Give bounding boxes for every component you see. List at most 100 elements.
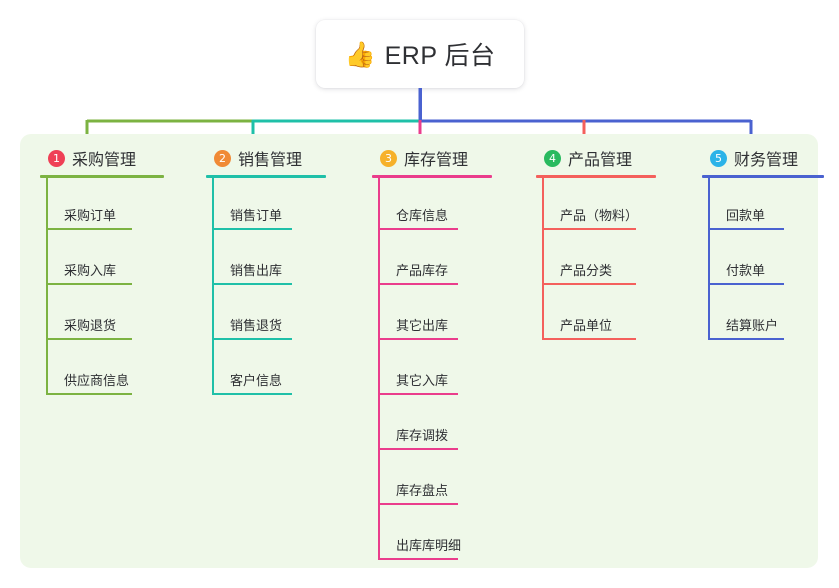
leaf-underline bbox=[212, 283, 292, 285]
leaf-label: 产品分类 bbox=[560, 263, 613, 278]
leaf-item[interactable]: 销售出库 bbox=[212, 233, 326, 288]
leaf-underline bbox=[708, 338, 784, 340]
leaf-list: 回款单付款单结算账户 bbox=[688, 178, 824, 343]
leaf-underline bbox=[46, 393, 132, 395]
leaf-label: 仓库信息 bbox=[396, 208, 449, 223]
leaf-label: 结算账户 bbox=[726, 318, 779, 333]
leaf-underline bbox=[542, 338, 636, 340]
leaf-label: 采购订单 bbox=[64, 208, 117, 223]
leaf-underline bbox=[708, 228, 784, 230]
branch-header-1[interactable]: 1 采购管理 bbox=[26, 146, 164, 170]
branch-title: 销售管理 bbox=[238, 152, 303, 169]
leaf-underline bbox=[212, 338, 292, 340]
branch-underline bbox=[372, 175, 492, 178]
leaf-item[interactable]: 供应商信息 bbox=[46, 343, 164, 398]
leaf-item[interactable]: 其它入库 bbox=[378, 343, 492, 398]
leaf-item[interactable]: 产品单位 bbox=[542, 288, 656, 343]
leaf-list: 仓库信息产品库存其它出库其它入库库存调拨库存盘点出库库明细 bbox=[358, 178, 492, 563]
leaf-underline bbox=[212, 228, 292, 230]
leaf-label: 付款单 bbox=[726, 263, 766, 278]
leaf-item[interactable]: 结算账户 bbox=[708, 288, 824, 343]
leaf-underline bbox=[378, 558, 458, 560]
branch-spine bbox=[378, 178, 380, 560]
leaf-underline bbox=[378, 228, 458, 230]
leaf-label: 回款单 bbox=[726, 208, 766, 223]
leaf-underline bbox=[708, 283, 784, 285]
leaf-item[interactable]: 产品（物料） bbox=[542, 178, 656, 233]
leaf-list: 产品（物料） 产品分类产品单位 bbox=[522, 178, 656, 343]
branch-column-2[interactable]: 2 销售管理销售订单销售出库销售退货客户信息 bbox=[192, 146, 326, 398]
leaf-label: 销售退货 bbox=[230, 318, 283, 333]
branch-header-2[interactable]: 2 销售管理 bbox=[192, 146, 326, 170]
branch-spine bbox=[46, 178, 48, 395]
leaf-label: 销售订单 bbox=[230, 208, 283, 223]
leaf-item[interactable]: 采购入库 bbox=[46, 233, 164, 288]
leaf-underline bbox=[378, 283, 458, 285]
branch-number-badge: 3 bbox=[380, 149, 397, 167]
branch-number-badge: 2 bbox=[214, 149, 231, 167]
leaf-underline bbox=[378, 393, 458, 395]
branch-underline bbox=[40, 175, 164, 178]
branch-number-badge: 5 bbox=[710, 149, 727, 167]
leaf-item[interactable]: 付款单 bbox=[708, 233, 824, 288]
leaf-item[interactable]: 采购订单 bbox=[46, 178, 164, 233]
leaf-item[interactable]: 回款单 bbox=[708, 178, 824, 233]
branch-column-1[interactable]: 1 采购管理采购订单采购入库采购退货供应商信息 bbox=[26, 146, 164, 398]
leaf-item[interactable]: 销售订单 bbox=[212, 178, 326, 233]
branch-title: 产品管理 bbox=[568, 152, 633, 169]
leaf-label: 其它出库 bbox=[396, 318, 449, 333]
leaf-underline bbox=[46, 228, 132, 230]
leaf-list: 销售订单销售出库销售退货客户信息 bbox=[192, 178, 326, 398]
leaf-label: 库存盘点 bbox=[396, 483, 449, 498]
branch-number-badge: 1 bbox=[48, 149, 65, 167]
branch-spine bbox=[708, 178, 710, 340]
branch-header-4[interactable]: 4 产品管理 bbox=[522, 146, 656, 170]
leaf-list: 采购订单采购入库采购退货供应商信息 bbox=[26, 178, 164, 398]
branches-panel bbox=[20, 134, 818, 568]
leaf-item[interactable]: 产品库存 bbox=[378, 233, 492, 288]
leaf-item[interactable]: 销售退货 bbox=[212, 288, 326, 343]
leaf-label: 客户信息 bbox=[230, 373, 283, 388]
leaf-item[interactable]: 产品分类 bbox=[542, 233, 656, 288]
leaf-underline bbox=[378, 503, 458, 505]
leaf-label: 其它入库 bbox=[396, 373, 449, 388]
branch-number-badge: 4 bbox=[544, 149, 561, 167]
branch-title: 财务管理 bbox=[734, 152, 799, 169]
leaf-item[interactable]: 客户信息 bbox=[212, 343, 326, 398]
branch-column-5[interactable]: 5 财务管理回款单付款单结算账户 bbox=[688, 146, 824, 343]
leaf-label: 供应商信息 bbox=[64, 373, 130, 388]
branch-column-4[interactable]: 4 产品管理产品（物料） 产品分类产品单位 bbox=[522, 146, 656, 343]
leaf-underline bbox=[212, 393, 292, 395]
leaf-item[interactable]: 库存调拨 bbox=[378, 398, 492, 453]
leaf-label: 采购退货 bbox=[64, 318, 117, 333]
branch-header-5[interactable]: 5 财务管理 bbox=[688, 146, 824, 170]
leaf-item[interactable]: 库存盘点 bbox=[378, 453, 492, 508]
leaf-item[interactable]: 其它出库 bbox=[378, 288, 492, 343]
leaf-underline bbox=[46, 283, 132, 285]
branch-spine bbox=[212, 178, 214, 395]
leaf-label: 产品（物料） bbox=[560, 208, 639, 223]
leaf-label: 采购入库 bbox=[64, 263, 117, 278]
root-node-label: ERP 后台 bbox=[384, 42, 496, 70]
branch-underline bbox=[206, 175, 326, 178]
leaf-label: 出库库明细 bbox=[396, 538, 462, 553]
thumbs-up-icon: 👍 bbox=[344, 39, 376, 69]
leaf-underline bbox=[46, 338, 132, 340]
leaf-underline bbox=[542, 283, 636, 285]
leaf-item[interactable]: 采购退货 bbox=[46, 288, 164, 343]
leaf-item[interactable]: 出库库明细 bbox=[378, 508, 492, 563]
leaf-label: 库存调拨 bbox=[396, 428, 449, 443]
branch-title: 采购管理 bbox=[72, 152, 137, 169]
branch-underline bbox=[702, 175, 824, 178]
branch-spine bbox=[542, 178, 544, 340]
branch-underline bbox=[536, 175, 656, 178]
leaf-underline bbox=[378, 338, 458, 340]
leaf-underline bbox=[542, 228, 636, 230]
leaf-label: 销售出库 bbox=[230, 263, 283, 278]
leaf-label: 产品库存 bbox=[396, 263, 449, 278]
leaf-item[interactable]: 仓库信息 bbox=[378, 178, 492, 233]
root-node-card[interactable]: 👍 ERP 后台 bbox=[316, 20, 524, 88]
